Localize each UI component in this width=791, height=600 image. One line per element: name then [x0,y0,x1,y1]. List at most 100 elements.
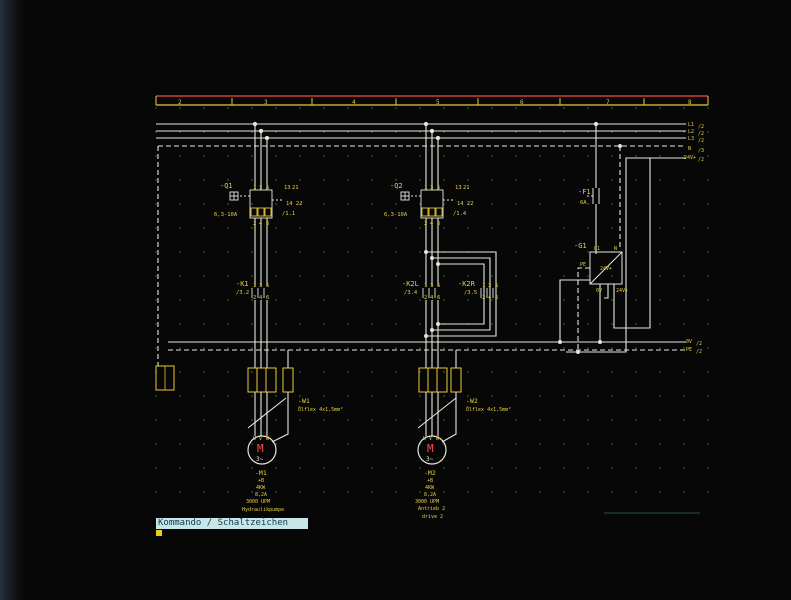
k2l-out-4: 4 [430,295,434,301]
m1-current: 8,2A [255,492,267,498]
column-6: 6 [520,99,524,106]
k1-sheet: /3.2 [236,290,249,296]
m1-speed: 3000 UPM [246,499,270,505]
m1-location: +B [258,478,264,484]
column-4: 4 [352,99,356,106]
branch-2: M 3~ -Q2 1 3 5 13 21 /1.4 14 22 6,3-10A … [384,121,511,520]
rail-24v-sheet: /2 [698,157,704,163]
m2-terminal-w: W [436,436,440,442]
q2-terminal-5: 5 [437,185,440,191]
m1-terminal-u: U [253,436,256,442]
k2r-out-2: 2 [482,295,485,301]
rail-l2: L2 [688,129,694,135]
q1-terminal-5: 5 [266,185,269,191]
q1-out-6: 6 [266,221,269,227]
rail-n: N [688,146,691,152]
q2-out-2: 2 [424,221,427,227]
rail-l3: L3 [688,136,694,142]
rail-l2-sheet: /2 [698,131,704,137]
k2r-out-6: 6 [495,295,498,301]
k1-in-5: 5 [266,283,269,289]
m2-description-en: drive 2 [422,514,443,520]
overload-relay-2[interactable] [418,367,462,393]
k2r-tag: -K2R [458,280,476,288]
k1-in-1: 1 [253,283,256,289]
motor-m2-symbol: M [427,442,434,455]
rail-l1: L1 [688,122,694,128]
m2-terminal-u: U [423,436,426,442]
k2r-in-1: 1 [482,283,485,289]
rail-0v: 0V [686,339,692,345]
command-bar[interactable]: Kommando / Schaltzeichen [156,518,308,529]
column-3: 3 [264,99,268,106]
q1-out-4: 4 [259,221,263,227]
rail-labels: L1 /2 L2 /2 L3 /2 N /3 24V+ /2 0V /2 PE … [684,122,704,355]
q2-range: 6,3-10A [384,212,408,218]
rail-l1-sheet: /2 [698,124,704,130]
psu-g1[interactable] [589,251,623,285]
k2l-in-3: 3 [430,283,433,289]
overload-relay-1[interactable] [247,367,294,393]
q1-aux-13: 13 [284,185,291,191]
k2l-sheet: /3.4 [404,290,418,296]
m1-terminal-v: V [259,436,262,442]
q2-tag: -Q2 [390,182,403,190]
breaker-q1[interactable] [229,189,282,219]
motor-m1[interactable]: M 3~ [247,435,277,465]
m2-tag: -M2 [424,469,436,477]
column-2: 2 [178,99,182,106]
contactor-k1[interactable] [251,288,265,298]
q2-out-4: 4 [430,221,434,227]
q1-tag: -Q1 [220,182,233,190]
f1-rating: 6A [580,200,587,206]
g1-out-0v: 0V [596,288,602,294]
k1-tag: -K1 [236,280,249,288]
breaker-q2[interactable] [400,189,453,219]
fuse-f1[interactable] [586,188,600,204]
m2-terminal-v: V [429,436,432,442]
grid-dots [150,105,720,515]
column-7: 7 [606,99,610,106]
k2l-in-5: 5 [437,283,440,289]
rail-24v: 24V+ [684,155,696,161]
m2-description: Antrieb 2 [418,506,445,512]
text-cursor [156,530,162,536]
k2r-in-5: 5 [495,283,498,289]
m2-power: 4KW [425,485,435,491]
rail-0v-sheet: /2 [696,341,702,347]
q1-aux-bottom: 14 22 [286,201,303,207]
m1-power: 4KW [256,485,266,491]
rail-pe: PE [686,347,692,353]
k1-out-6: 6 [266,295,269,301]
m2-location: +B [427,478,433,484]
q2-aux-13: 13 [455,185,462,191]
g1-l1: L1 [594,246,600,252]
contactor-k2l[interactable] [422,288,436,298]
m2-speed: 3000 UPM [415,499,439,505]
m1-description: Hydraulikpumpe [242,507,284,513]
monitor-bezel [0,0,24,600]
title-frame: 2 3 4 5 6 7 8 [155,95,709,106]
g1-out-24v-2: 24V+ [616,288,628,294]
contactor-k2r[interactable] [480,288,494,298]
w1-tag: -W1 [298,397,310,405]
q2-terminal-1: 1 [424,185,427,191]
terminal-block-left[interactable] [155,365,175,391]
k2r-sheet: /3.5 [464,290,477,296]
q2-aux-bottom: 14 22 [457,201,474,207]
k1-out-2: 2 [253,295,256,301]
branch-1: M 3~ -Q1 1 3 5 13 21 /1.1 14 22 6,3-10A … [214,121,343,513]
k2l-in-1: 1 [424,283,427,289]
motor-m2-phase: 3~ [426,456,434,463]
q2-aux-sheet: /1.4 [453,211,467,217]
motor-m1-phase: 3~ [256,456,264,463]
k1-out-4: 4 [259,295,263,301]
w2-tag: -W2 [466,397,478,405]
k2r-in-3: 3 [488,283,491,289]
k2l-out-2: 2 [424,295,427,301]
motor-m2[interactable]: M 3~ [417,435,447,465]
motor-m1-symbol: M [257,442,264,455]
q1-range: 6,3-10A [214,212,238,218]
